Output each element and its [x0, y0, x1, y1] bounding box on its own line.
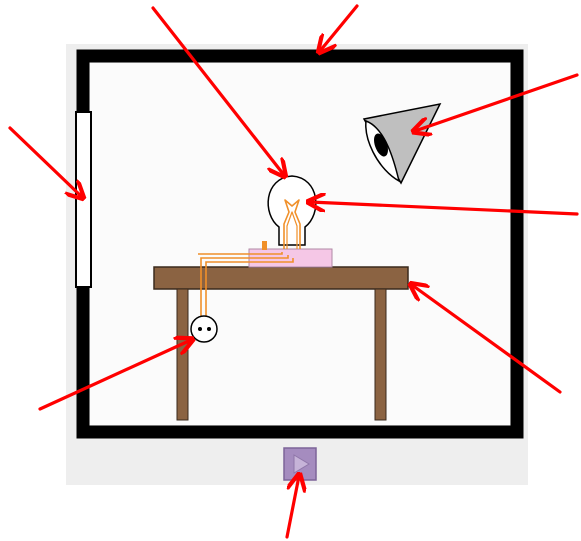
- light-bulb: [267, 175, 317, 249]
- table-leg-left: [176, 288, 189, 421]
- table-leg-right: [374, 288, 387, 421]
- arrow-to-play-button: [285, 476, 299, 539]
- power-cord: [198, 252, 294, 325]
- lamp-switch: [262, 241, 267, 250]
- eye-pupil: [374, 133, 388, 157]
- table-top: [153, 266, 409, 290]
- bulb-filament-inner: [286, 211, 298, 249]
- play-icon[interactable]: [293, 454, 310, 474]
- arrow-to-filament: [310, 202, 579, 216]
- arrow-to-window: [8, 126, 82, 197]
- outlet-hole-right: [207, 327, 211, 331]
- arrow-to-eye: [415, 73, 579, 131]
- bulb-filament: [283, 199, 301, 249]
- annotation-arrows: [8, 4, 579, 539]
- wire-1: [205, 258, 294, 325]
- outlet-hole-left: [198, 327, 202, 331]
- arrow-to-top-wall: [320, 4, 359, 51]
- bulb-glass: [267, 175, 317, 246]
- wire-3: [198, 252, 283, 255]
- window: [75, 111, 92, 288]
- wire-2: [200, 255, 289, 325]
- outlet-face: [190, 315, 218, 343]
- power-outlet: [190, 315, 218, 343]
- arrow-to-table: [412, 285, 562, 394]
- arrow-to-bulb: [151, 6, 284, 175]
- arrow-to-outlet: [38, 340, 191, 411]
